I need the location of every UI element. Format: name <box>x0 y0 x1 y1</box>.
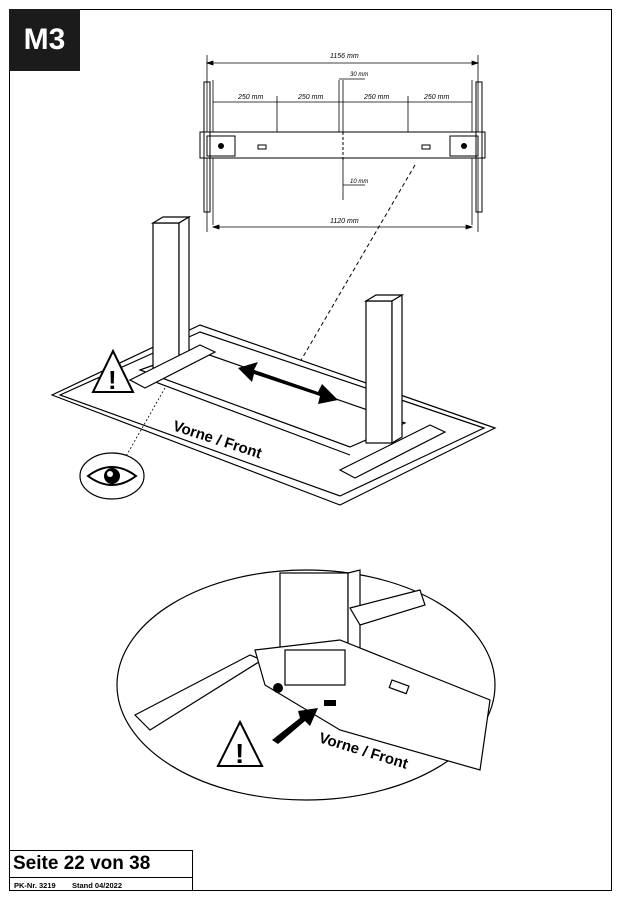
warning-triangle-icon-detail: ! <box>216 719 264 769</box>
footer-divider <box>9 877 193 878</box>
svg-text:!: ! <box>108 365 117 395</box>
footer: Seite 22 von 38 PK-Nr. 3219 Stand 04/202… <box>9 850 193 891</box>
dim-inner: 1120 mm <box>330 218 359 225</box>
dim-offset-bottom: 10 mm <box>350 179 368 185</box>
step-label: M3 <box>23 23 66 56</box>
stand-date: Stand 04/2022 <box>72 881 123 890</box>
pk-number: PK-Nr. 3219 <box>14 881 56 890</box>
dim-total-outer: 1156 mm <box>330 53 359 60</box>
dim-segment-3: 250 mm <box>363 94 389 101</box>
eye-icon <box>79 452 145 500</box>
page-label: Seite 22 von 38 <box>13 853 151 874</box>
dim-offset-top: 30 mm <box>350 72 368 78</box>
svg-text:!: ! <box>235 738 244 769</box>
warning-triangle-icon: ! <box>91 348 135 395</box>
page-frame <box>9 9 612 891</box>
dim-segment-4: 250 mm <box>423 94 449 101</box>
dim-segment-2: 250 mm <box>297 94 323 101</box>
step-badge: M3 <box>9 9 80 71</box>
dim-segment-1: 250 mm <box>237 94 263 101</box>
